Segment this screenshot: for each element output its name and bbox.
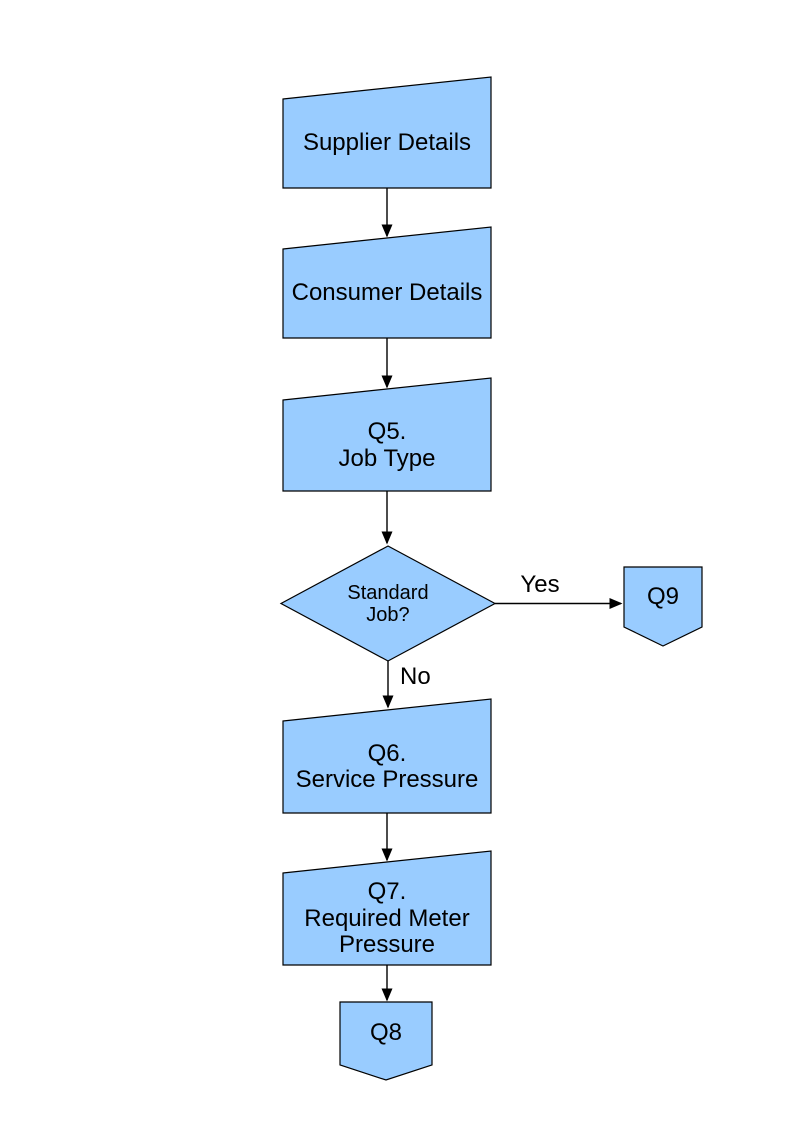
consumer-details-shape — [282, 226, 492, 339]
q6-service-pressure-shape — [282, 698, 492, 814]
q8-connector-shape — [339, 1001, 433, 1081]
q7-required-meter-pressure-shape — [282, 850, 492, 966]
supplier-details-shape — [282, 76, 492, 189]
q5-job-type-shape — [282, 377, 492, 492]
standard-job-decision-shape — [279, 545, 497, 662]
q9-connector-shape — [623, 566, 703, 647]
no-branch-label: No — [400, 663, 431, 690]
yes-branch-label: Yes — [520, 571, 560, 598]
